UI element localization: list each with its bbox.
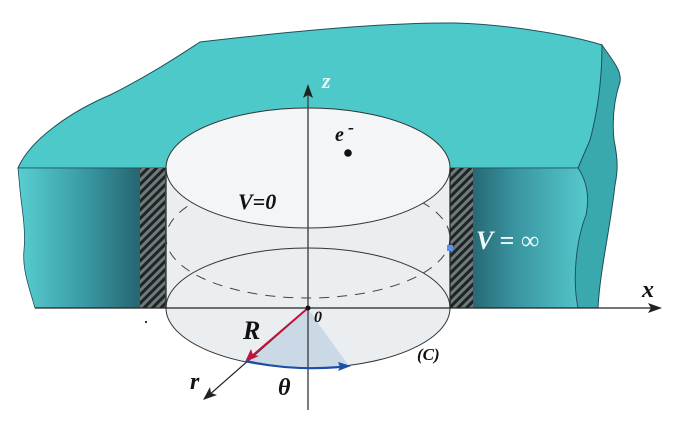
- boundary-marker: [447, 245, 453, 251]
- angle-sector: [246, 308, 349, 369]
- contour-label: (C): [417, 345, 440, 364]
- x-axis-label: x: [642, 277, 654, 303]
- radius-label: R: [243, 316, 261, 345]
- angle-label: θ: [278, 375, 291, 401]
- stray-dot: [145, 321, 147, 323]
- r-axis-label: r: [190, 369, 200, 395]
- hatched-wall-left: [140, 168, 165, 308]
- electron-label: e: [335, 124, 344, 146]
- angle-arc: [245, 359, 341, 370]
- origin-dot: [305, 305, 311, 311]
- radius-arrowhead: [245, 349, 259, 362]
- outside-potential-label: V = ∞: [476, 226, 540, 255]
- electron-charge: -: [348, 117, 354, 137]
- radius-arrow: [251, 307, 309, 357]
- hatched-wall-right: [448, 168, 473, 308]
- slab-front-right: [447, 167, 588, 309]
- electron-dot: [344, 149, 352, 157]
- x-axis-arrowhead: [648, 303, 662, 313]
- inside-potential-label: V=0: [238, 189, 277, 214]
- r-axis-arrowhead: [203, 387, 217, 400]
- z-axis-arrowhead: [303, 84, 313, 98]
- slab-front-left: [17, 167, 166, 309]
- z-axis-label: z: [322, 68, 331, 93]
- origin-label: 0: [314, 309, 322, 326]
- angle-arc-arrowhead: [338, 362, 351, 371]
